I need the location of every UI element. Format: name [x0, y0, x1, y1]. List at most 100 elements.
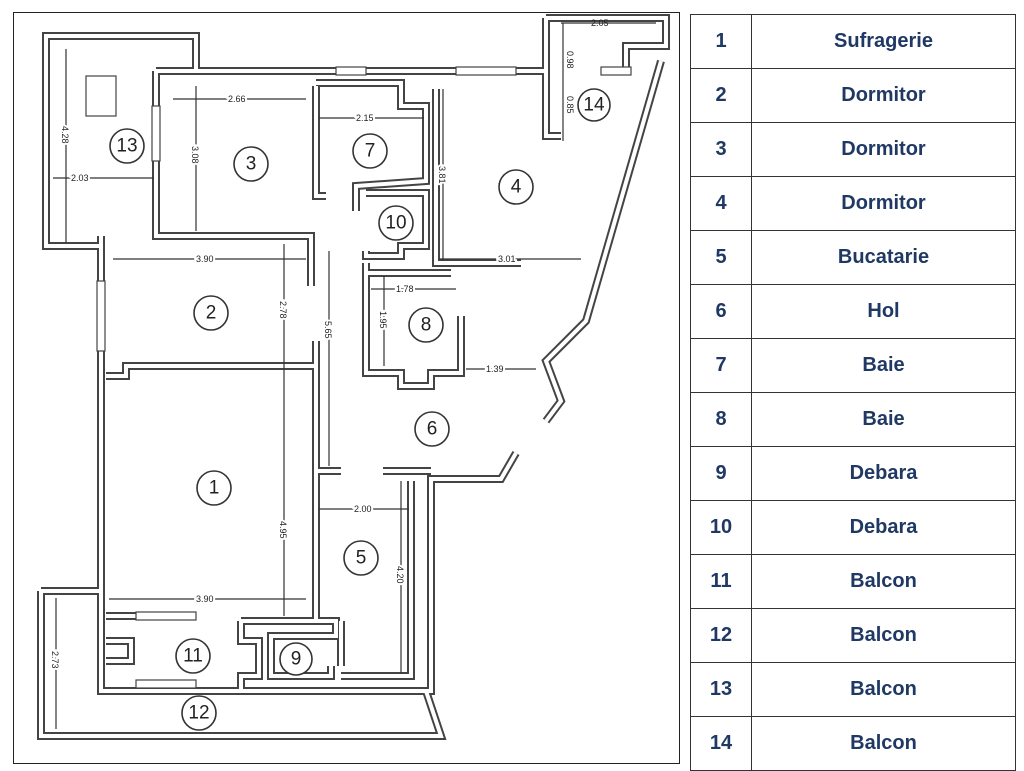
dimension-label: 3.81	[437, 166, 447, 184]
svg-text:1: 1	[209, 478, 220, 499]
legend-room-name: Sufragerie	[751, 14, 1016, 69]
room-12-label: 12	[181, 695, 217, 731]
legend-room-number: 2	[690, 68, 752, 123]
dimension-label: 4.95	[278, 521, 288, 539]
wall	[434, 89, 521, 265]
wall	[542, 18, 561, 140]
dimension-label: 2.66	[228, 94, 246, 104]
legend-room-name: Dormitor	[751, 122, 1016, 177]
wall	[106, 637, 135, 665]
svg-text:13: 13	[116, 136, 137, 157]
dimension-label: 5.65	[323, 321, 333, 339]
dimension-label: 1.78	[396, 284, 414, 294]
dimension-label: 0.85	[565, 96, 575, 114]
svg-text:10: 10	[385, 213, 406, 234]
legend-room-name: Bucatarie	[751, 230, 1016, 285]
legend-room-name: Baie	[751, 338, 1016, 393]
legend-room-number: 1	[690, 14, 752, 69]
wall	[239, 621, 261, 691]
dimension-label: 3.01	[498, 254, 516, 264]
svg-text:14: 14	[583, 95, 605, 116]
dimension-label: 3.90	[196, 254, 214, 264]
dimension-label: 2.78	[278, 301, 288, 319]
legend-room-number: 8	[690, 392, 752, 447]
room-7-label: 7	[352, 133, 388, 169]
walls-inner	[39, 16, 668, 738]
wall	[543, 60, 663, 423]
room-10-label: 10	[378, 205, 414, 241]
svg-text:12: 12	[188, 703, 209, 724]
dimension-lines	[53, 22, 656, 729]
svg-text:11: 11	[183, 646, 203, 667]
dimension-label: 4.28	[60, 126, 70, 144]
svg-text:5: 5	[356, 548, 367, 569]
svg-text:4: 4	[511, 177, 522, 198]
svg-text:2: 2	[206, 303, 217, 324]
room-1-label: 1	[196, 470, 232, 506]
legend-room-name: Baie	[751, 392, 1016, 447]
dimension-label: 0.98	[565, 51, 575, 69]
legend-room-name: Debara	[751, 500, 1016, 555]
room-2-label: 2	[193, 295, 229, 331]
svg-text:8: 8	[421, 315, 432, 336]
svg-text:9: 9	[291, 649, 302, 670]
legend-room-number: 6	[690, 284, 752, 339]
room-13-label: 13	[109, 128, 145, 164]
dimension-label: 2.00	[354, 504, 372, 514]
room-3-label: 3	[233, 146, 269, 182]
legend-room-name: Dormitor	[751, 176, 1016, 231]
legend-room-name: Balcon	[751, 662, 1016, 717]
legend-room-name: Debara	[751, 446, 1016, 501]
walls	[37, 14, 670, 740]
room-11-label: 11	[175, 638, 211, 674]
room-labels: 1 2 3 4 5 6 7 8 9 10 11 12 13 14	[109, 88, 611, 731]
wall	[544, 18, 561, 138]
floor-plan: 2.05 0.98 0.85 2.66 2.15 4.28 2.03 3.08 …	[13, 12, 680, 764]
dimension-label: 4.20	[395, 566, 405, 584]
legend-room-name: Balcon	[751, 554, 1016, 609]
room-14-label: 14	[577, 88, 611, 122]
legend-room-number: 3	[690, 122, 752, 177]
dimension-label: 2.05	[591, 18, 609, 28]
legend-room-number: 5	[690, 230, 752, 285]
legend-room-name: Balcon	[751, 608, 1016, 663]
legend-room-number: 4	[690, 176, 752, 231]
room-8-label: 8	[408, 307, 444, 343]
wall	[364, 191, 428, 258]
legend-room-name: Dormitor	[751, 68, 1016, 123]
room-5-label: 5	[343, 540, 379, 576]
wall	[364, 263, 463, 388]
dimension-label: 2.03	[71, 173, 89, 183]
wall	[241, 619, 338, 678]
wall	[106, 639, 133, 663]
dimension-label: 2.73	[50, 651, 60, 669]
svg-text:6: 6	[427, 419, 438, 440]
legend-room-name: Balcon	[751, 716, 1016, 771]
svg-text:7: 7	[365, 141, 376, 162]
dimension-label: 3.08	[190, 146, 200, 164]
wall	[316, 81, 428, 211]
svg-text:3: 3	[246, 154, 257, 175]
dimension-label: 3.90	[196, 594, 214, 604]
floor-plan-drawing: 2.05 0.98 0.85 2.66 2.15 4.28 2.03 3.08 …	[37, 14, 670, 740]
room-6-label: 6	[414, 411, 450, 447]
wall	[99, 236, 518, 693]
legend-room-number: 11	[690, 554, 752, 609]
legend-room-number: 10	[690, 500, 752, 555]
legend-room-name: Hol	[751, 284, 1016, 339]
wall	[341, 481, 413, 678]
legend-room-number: 7	[690, 338, 752, 393]
legend-room-number: 12	[690, 608, 752, 663]
wall	[237, 621, 263, 691]
